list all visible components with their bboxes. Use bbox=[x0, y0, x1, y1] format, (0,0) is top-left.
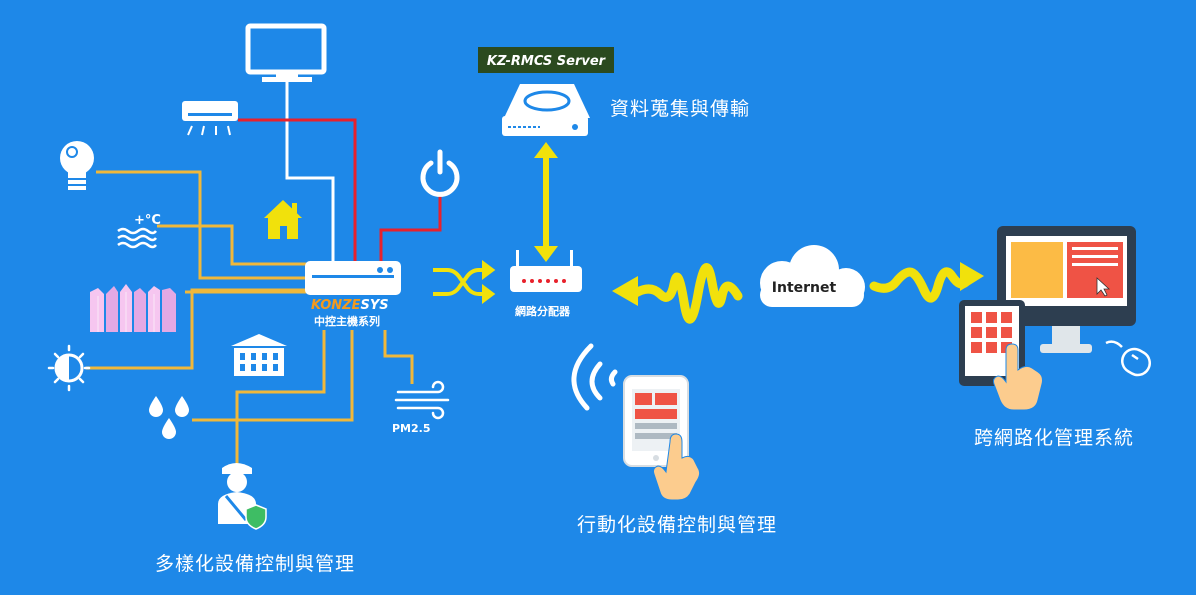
vertical-double-arrow bbox=[534, 142, 558, 262]
hand-pointer-icon bbox=[993, 343, 1043, 411]
shuffle-icon bbox=[433, 260, 496, 304]
temperature-label: +°C bbox=[134, 213, 161, 228]
controller-brand: KONZESYS bbox=[311, 298, 389, 313]
wifi-signal-icon bbox=[571, 343, 618, 411]
desktop-monitor-icon bbox=[997, 226, 1136, 353]
building-icon bbox=[231, 334, 287, 376]
server-badge bbox=[478, 47, 614, 73]
curtains-icon bbox=[90, 284, 176, 332]
light-bulb-icon bbox=[60, 141, 94, 190]
home-icon bbox=[264, 200, 302, 239]
wavy-arrow-left bbox=[612, 263, 743, 324]
brand-right: SYS bbox=[360, 298, 388, 313]
server-icon bbox=[502, 84, 590, 136]
mobile-hand-icon bbox=[653, 433, 701, 501]
router-caption: 網路分配器 bbox=[515, 304, 571, 318]
wires-white bbox=[285, 82, 335, 264]
pm25-label: PM2.5 bbox=[392, 422, 431, 435]
wires-red bbox=[238, 118, 442, 264]
mobile-caption: 行動化設備控制與管理 bbox=[577, 514, 778, 536]
internet-label: Internet bbox=[772, 280, 837, 296]
wires-yellow bbox=[86, 170, 414, 470]
server-caption: 資料蒐集與傳輸 bbox=[610, 98, 751, 120]
tv-icon bbox=[245, 23, 327, 82]
guard-icon bbox=[218, 463, 267, 530]
cloud-icon bbox=[760, 245, 865, 307]
wind-icon bbox=[394, 380, 450, 420]
mouse-icon bbox=[1105, 340, 1151, 377]
controller-device-icon bbox=[305, 261, 401, 295]
cross-network-caption: 跨網路化管理系統 bbox=[974, 427, 1135, 449]
air-conditioner-icon bbox=[182, 101, 238, 136]
wavy-arrow-right bbox=[869, 262, 984, 303]
power-icon bbox=[420, 149, 460, 197]
water-temperature-icon: +°C bbox=[117, 213, 161, 249]
server-badge-text: KZ-RMCS Server bbox=[487, 54, 607, 69]
water-drops-icon bbox=[149, 396, 189, 439]
day-night-icon bbox=[47, 344, 91, 392]
brand-left: KONZE bbox=[311, 298, 361, 313]
controller-caption: 中控主機系列 bbox=[314, 314, 380, 328]
devices-caption: 多樣化設備控制與管理 bbox=[155, 553, 356, 575]
router-icon bbox=[510, 250, 582, 292]
